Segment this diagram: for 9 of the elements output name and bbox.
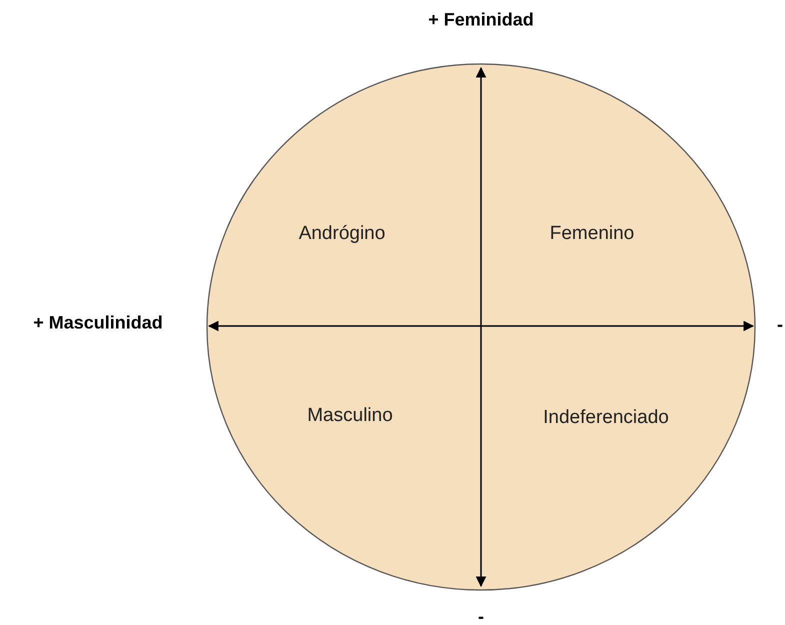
axis-label: + Feminidad — [428, 10, 534, 30]
quadrant-label: Andrógino — [298, 223, 386, 245]
quadrant-label: Indeferenciado — [543, 407, 669, 429]
quadrant-label: Masculino — [307, 405, 393, 427]
quadrant-label: Femenino — [550, 223, 634, 245]
axis-label: - — [478, 606, 484, 625]
quadrant-circle — [206, 63, 756, 591]
axis-label: - — [777, 314, 783, 336]
axis-label: + Masculinidad — [33, 312, 163, 334]
